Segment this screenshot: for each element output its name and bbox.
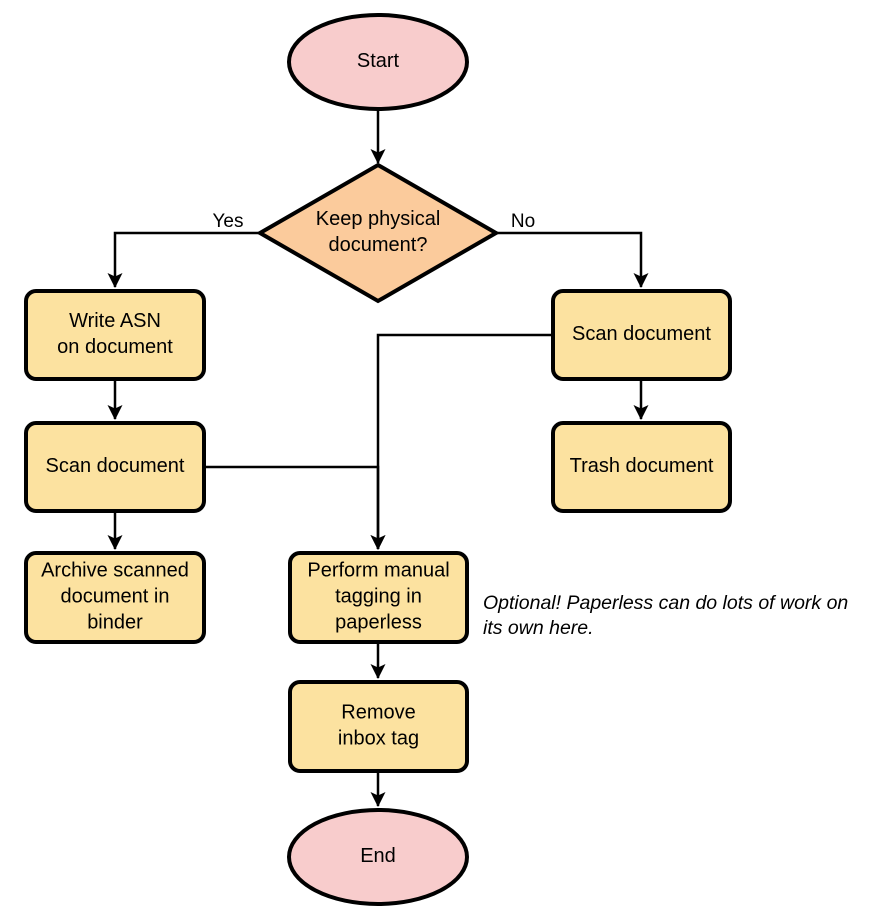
shape-rect-write-asn: [24, 289, 206, 381]
node-label-scan-left: Scan document: [46, 455, 185, 477]
shape-rect-archive-binder: [24, 551, 206, 644]
edge-label-yes-label: Yes: [213, 211, 244, 232]
edge-labels-layer: Yes No: [213, 211, 536, 232]
annotations-layer: Optional! Paperless can do lots of work …: [483, 592, 848, 639]
node-label-start: Start: [357, 50, 400, 72]
edges-layer: [107, 109, 649, 808]
shape-rect-scan-right: [551, 289, 732, 381]
shape-rect-manual-tagging: [288, 551, 469, 644]
shape-diamond-keep-physical: [255, 162, 501, 304]
node-start[interactable]: Start: [287, 13, 469, 111]
edge-decision-no-to-scan-right: [496, 231, 649, 289]
node-scan-right[interactable]: Scan document: [551, 289, 732, 381]
shape-ellipse-start: [287, 13, 469, 111]
shape-ellipse-end: [287, 808, 469, 906]
shape-rect-remove-inbox-tag: [288, 680, 469, 773]
edge-decision-yes-to-write-asn: [107, 231, 260, 289]
edge-label-no-label: No: [511, 211, 535, 232]
shape-rect-trash: [551, 421, 732, 513]
node-trash[interactable]: Trash document: [551, 421, 732, 513]
node-label-end: End: [360, 845, 396, 867]
shape-rect-scan-left: [24, 421, 206, 513]
node-label-trash: Trash document: [570, 455, 714, 477]
node-end[interactable]: End: [287, 808, 469, 906]
node-scan-left[interactable]: Scan document: [24, 421, 206, 513]
edge-scan-left-to-manual-tagging: [204, 465, 386, 551]
edge-scan-right-to-manual-tagging: [370, 333, 553, 551]
node-label-scan-right: Scan document: [572, 323, 711, 345]
annotation-optional-note: Optional! Paperless can do lots of work …: [483, 592, 848, 639]
